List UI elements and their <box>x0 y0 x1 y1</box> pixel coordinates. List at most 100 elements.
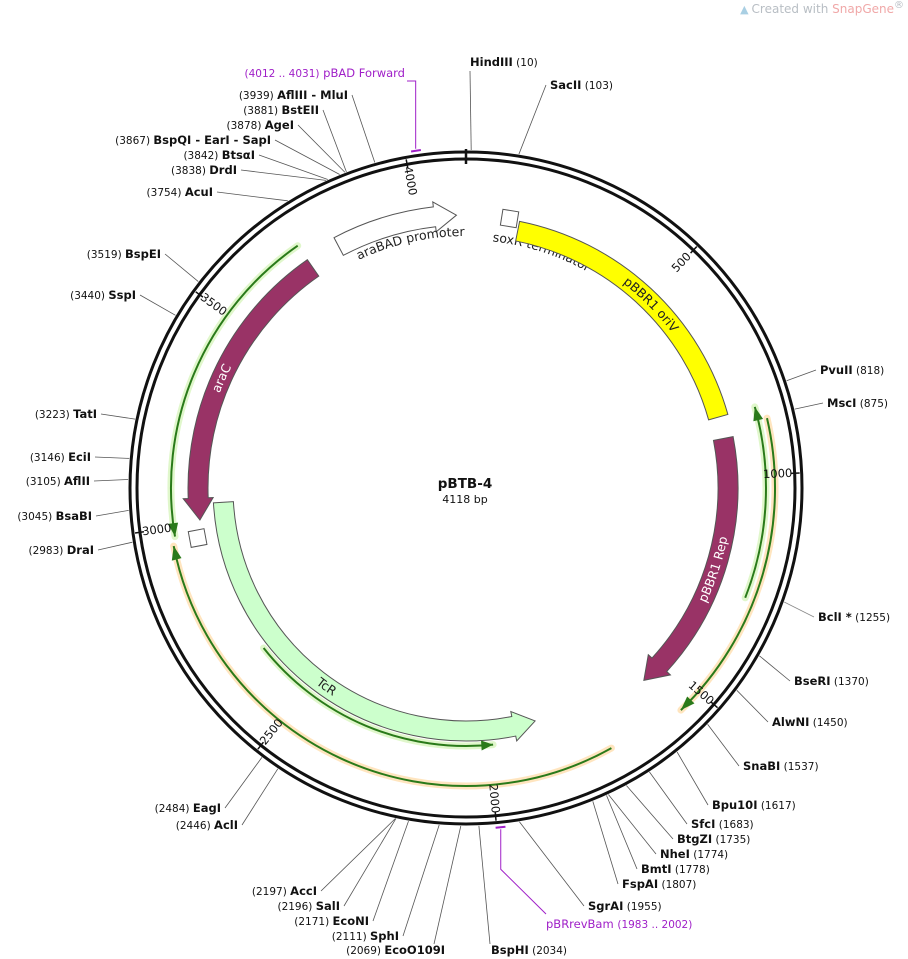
site-sfci[interactable]: SfcI (1683) <box>691 817 754 831</box>
site-bspqi-eari-sapi[interactable]: (3867) BspQI - EarI - SapI <box>115 133 271 147</box>
site-bcli[interactable]: BclI * (1255) <box>818 610 890 624</box>
orfv-green-arc-strand <box>744 406 767 599</box>
site-leader <box>786 369 817 382</box>
site-leader <box>433 825 462 945</box>
site-leader <box>240 169 327 181</box>
site-bsteii[interactable]: (3881) BstEII <box>243 103 319 117</box>
tcr-feature[interactable] <box>212 501 536 743</box>
site-leader <box>139 294 176 316</box>
site-leader <box>707 724 740 767</box>
site-afliii-mlui[interactable]: (3939) AflIII - MluI <box>239 88 348 102</box>
tick-mark <box>710 701 719 709</box>
arac-feature[interactable] <box>182 259 320 521</box>
site-sspi[interactable]: (3440) SspI <box>70 288 136 302</box>
site-drai[interactable]: (2983) DraI <box>28 543 94 557</box>
site-leader <box>94 456 130 459</box>
site-agei[interactable]: (3878) AgeI <box>227 118 294 132</box>
site-bspei[interactable]: (3519) BspEI <box>87 247 161 261</box>
tonb-terminator-feature[interactable] <box>187 528 208 548</box>
site-eagi[interactable]: (2484) EagI <box>155 801 221 815</box>
tick-mark <box>134 531 145 534</box>
site-drdi[interactable]: (3838) DrdI <box>171 163 237 177</box>
arabad-promoter-feature[interactable] <box>333 201 458 257</box>
pbad-forward-primer-label[interactable]: (4012 .. 4031) pBAD Forward <box>245 66 405 80</box>
site-leader <box>606 795 638 870</box>
site-leader <box>97 541 133 551</box>
plasmid-name: pBTB-4 <box>438 476 492 492</box>
site-tati[interactable]: (3223) TatI <box>35 407 97 421</box>
site-leader <box>95 510 129 517</box>
site-nhei[interactable]: NheI (1774) <box>660 847 728 861</box>
site-sacii[interactable]: SacII (103) <box>550 78 613 92</box>
primer-layer: (4012 .. 4031) pBAD Forward pBRrevBam (19… <box>245 66 693 931</box>
site-leader <box>372 820 409 922</box>
rep-orange-arc-strand <box>680 417 777 711</box>
site-fspai[interactable]: FspAI (1807) <box>622 877 696 891</box>
site-leader <box>626 785 674 840</box>
tick-label: 500 <box>669 249 694 275</box>
site-leader <box>164 253 199 282</box>
site-leader <box>649 771 688 825</box>
site-acci[interactable]: (2197) AccI <box>252 884 317 898</box>
site-leader <box>784 601 815 618</box>
site-leader <box>216 191 288 202</box>
site-alwni[interactable]: AlwNI (1450) <box>772 715 848 729</box>
site-msci[interactable]: MscI (875) <box>827 396 888 410</box>
site-econi[interactable]: (2171) EcoNI <box>294 914 369 928</box>
site-leader <box>519 821 585 907</box>
site-leader <box>224 757 263 809</box>
site-acli[interactable]: (2446) AclI <box>176 818 238 832</box>
site-sali[interactable]: (2196) SalI <box>277 899 340 913</box>
site-layer: HindIII (10) SacII (103) PvuII (818) MscI (… <box>17 55 890 957</box>
tick-label: 2000 <box>486 783 503 813</box>
pbbr1-rep-feature[interactable] <box>643 436 739 682</box>
site-bts-i[interactable]: (3842) BtsαI <box>183 148 255 162</box>
tick-label: 4000 <box>401 165 420 196</box>
site-sphi[interactable]: (2111) SphI <box>332 929 399 943</box>
site-leader <box>469 70 472 151</box>
site-leader <box>93 479 129 482</box>
snapgene-logo-icon: ▲ <box>740 3 749 16</box>
pbrrevbam-primer-label[interactable]: pBRrevBam (1983 .. 2002) <box>546 917 692 931</box>
site-leader <box>736 690 769 723</box>
site-pvuii[interactable]: PvuII (818) <box>820 363 884 377</box>
site-aflii[interactable]: (3105) AflII <box>26 474 90 488</box>
pbad-forward-leader <box>407 80 417 149</box>
pbbr1-oriv-feature[interactable] <box>515 220 729 421</box>
tick-mark <box>195 291 204 298</box>
pbbr1-oriv-label: pBBR1 oriV <box>621 274 682 336</box>
tick-label: 1000 <box>763 466 793 481</box>
site-leader <box>608 794 657 855</box>
site-snabi[interactable]: SnaBI (1537) <box>743 759 819 773</box>
site-sgrai[interactable]: SgrAI (1955) <box>588 899 662 913</box>
site-ecii[interactable]: (3146) EciI <box>30 450 91 464</box>
site-leader <box>402 824 440 937</box>
site-leader <box>343 818 397 907</box>
site-bsabi[interactable]: (3045) BsaBI <box>17 509 92 523</box>
tick-mark <box>405 159 409 169</box>
orfv-green-arc-arrowhead <box>753 406 764 422</box>
soxr-terminator-feature[interactable] <box>499 208 520 229</box>
site-bseri[interactable]: BseRI (1370) <box>794 674 869 688</box>
rep-orange-arc-arrowhead <box>680 696 695 711</box>
site-bpu10i[interactable]: Bpu10I (1617) <box>712 798 796 812</box>
site-btgzi[interactable]: BtgZI (1735) <box>677 832 750 846</box>
tick-mark <box>494 811 497 821</box>
site-bmti[interactable]: BmtI (1778) <box>641 862 710 876</box>
pbad-forward-primer-mark[interactable] <box>410 149 422 153</box>
site-leader <box>297 124 346 173</box>
tcr-orange-arc-strand <box>172 545 612 787</box>
site-leader <box>241 768 279 826</box>
site-hindiii[interactable]: HindIII (10) <box>470 55 538 69</box>
tick-mark <box>257 741 265 750</box>
pbrrevbam-leader <box>500 829 547 915</box>
tcr-green-arc-strand <box>262 647 494 748</box>
site-leader <box>518 84 547 155</box>
pbrrevbam-primer-mark[interactable] <box>495 825 506 829</box>
tcr-orange-arc-arrowhead <box>171 546 182 561</box>
site-acui[interactable]: (3754) AcuI <box>147 185 213 199</box>
site-bsphi[interactable]: BspHI (2034) <box>491 943 567 957</box>
site-ecoo109i[interactable]: (2069) EcoO109I <box>346 943 445 957</box>
watermark-prefix: Created with <box>751 2 833 16</box>
